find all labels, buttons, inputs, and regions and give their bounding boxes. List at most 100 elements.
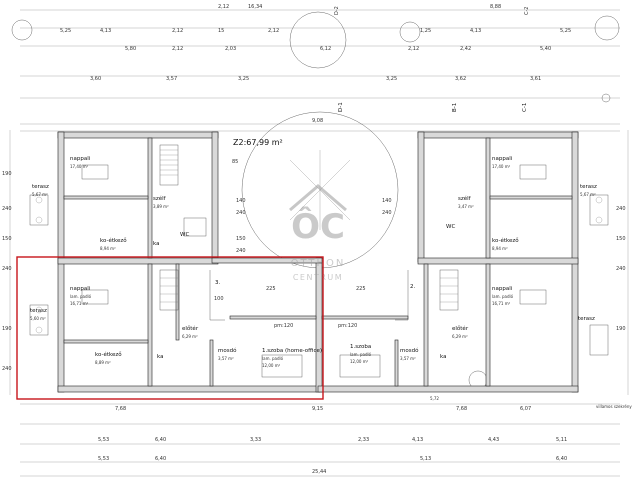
dim-text: 190: [616, 326, 626, 332]
dim-text: 4,13: [470, 28, 481, 34]
axis-markers: [11, 11, 620, 390]
left-building: [57, 131, 323, 393]
room-label: ka: [153, 241, 159, 247]
room-label: nappali: [492, 156, 513, 162]
stairs: [159, 144, 459, 321]
room-labels-left: nappali 17,40 m² terasz 5,67 m² ko-étkez…: [30, 156, 322, 368]
dim-text: 5,53: [98, 456, 109, 462]
axis-label-d2: D-2: [334, 6, 340, 15]
room-label: nappali: [70, 286, 91, 292]
room-label: ko-étkező: [95, 351, 122, 358]
dim-text: 9,08: [312, 118, 323, 124]
watermark-logo: ÔC OTTHON CENTRUM: [289, 184, 347, 282]
dim-text: 190: [2, 326, 12, 332]
room-label: ko-étkező: [100, 237, 127, 244]
dim-text: 240: [382, 210, 392, 216]
center-dimensions: 85 140 240 140 240 150 240 225 100 225 p…: [214, 159, 392, 329]
dim-text: 140: [382, 198, 392, 204]
watermark-text-1: OTTHON: [291, 258, 346, 269]
dim-text: 5,13: [420, 456, 431, 462]
dim-text: 6,40: [155, 456, 166, 462]
dim-text: 16,34: [248, 4, 262, 10]
room-label: terasz: [580, 184, 597, 190]
room-area: 8,94 m²: [492, 246, 508, 251]
dim-text: 2,12: [172, 28, 183, 34]
room-area: 17,40 m²: [492, 164, 511, 169]
dim-text: 7,68: [456, 406, 467, 412]
dim-text: 5,40: [540, 46, 551, 52]
room-label: terasz: [32, 184, 49, 190]
room-area: 3,57 m²: [218, 356, 234, 361]
dim-text: 240: [616, 206, 626, 212]
room-label: 1.szoba: [350, 344, 371, 350]
dim-text: 6,40: [155, 437, 166, 443]
dim-text: 15: [218, 28, 224, 34]
room-area: lam. padló: [350, 352, 372, 357]
room-label: előtér: [452, 325, 469, 332]
dim-text: 8,88: [490, 4, 501, 10]
dim-text: 6,40: [556, 456, 567, 462]
room-label: nappali: [70, 156, 91, 162]
highlight-frame: [16, 256, 324, 400]
dim-text: 2,12: [218, 4, 229, 10]
dim-text: 240: [236, 210, 246, 216]
dim-text: 5,25: [560, 28, 571, 34]
dim-text: 9,15: [312, 406, 323, 412]
room-area: 5,67 m²: [32, 192, 48, 197]
dim-text: 2,12: [408, 46, 419, 52]
dim-text: 25,44: [312, 469, 326, 475]
watermark-mark: ÔC: [291, 206, 345, 247]
dim-text: 150: [2, 236, 12, 242]
room-label: 1.szoba (home-office): [262, 348, 322, 354]
room-label: mosdó: [400, 347, 419, 354]
room-area: 8,89 m²: [95, 360, 111, 365]
dim-text: 3,33: [250, 437, 261, 443]
room-label: ka: [440, 354, 446, 360]
room-label: előtér: [182, 325, 199, 332]
room-label: WC: [180, 232, 189, 238]
dim-text: 140: [236, 198, 246, 204]
dim-text: 240: [2, 366, 12, 372]
dim-text: 3,62: [455, 76, 466, 82]
room-area: lam. padló: [70, 294, 92, 299]
room-label: terasz: [578, 316, 595, 322]
room-area: 3,47 m²: [458, 204, 474, 209]
area-label: Z2:67,99 m²: [233, 138, 283, 147]
room-area: 16,71 m²: [70, 301, 89, 306]
room-label: mosdó: [218, 347, 237, 354]
room-area: lam. padló: [262, 356, 284, 361]
room-area: 3,89 m²: [153, 204, 169, 209]
dim-text: 240: [236, 248, 246, 254]
dim-text: 3,60: [90, 76, 101, 82]
dim-text: 2,42: [460, 46, 471, 52]
dim-text: 85: [232, 159, 238, 165]
room-area: 12,00 m²: [350, 359, 369, 364]
dim-text: 5,53: [98, 437, 109, 443]
dim-text: 5,11: [556, 437, 567, 443]
dim-text: 6,12: [320, 46, 331, 52]
dim-text: 3,25: [386, 76, 397, 82]
dim-text: 2,33: [358, 437, 369, 443]
dim-text: 3,61: [530, 76, 541, 82]
dim-text: 4,13: [100, 28, 111, 34]
dim-text: 240: [2, 266, 12, 272]
room-area: 5,67 m²: [580, 192, 596, 197]
terrace-furniture: [29, 164, 609, 378]
axis-label-c1: C-1: [522, 103, 528, 112]
dim-text: 190: [2, 171, 12, 177]
right-dimensions: 240 150 240 190: [616, 130, 629, 395]
dim-text: 150: [236, 236, 246, 242]
room-area: lam. padló: [492, 294, 514, 299]
dim-text: 240: [616, 266, 626, 272]
dim-text: 4,13: [412, 437, 423, 443]
dim-text: 3,57: [166, 76, 177, 82]
bottom-dimensions: 7,68 9,15 7,68 6,07 5,53 6,40 3,33 2,33 …: [20, 396, 632, 477]
left-dimensions: 190 240 150 240 190 240: [2, 130, 12, 395]
room-area: 6,29 m²: [452, 334, 468, 339]
dim-text: 6,07: [520, 406, 531, 412]
dim-text: 3,25: [238, 76, 249, 82]
stair-number: 2.: [410, 284, 415, 290]
dim-text: 100: [214, 296, 224, 302]
watermark-text-2: CENTRUM: [293, 273, 343, 282]
dim-text: 5,80: [125, 46, 136, 52]
